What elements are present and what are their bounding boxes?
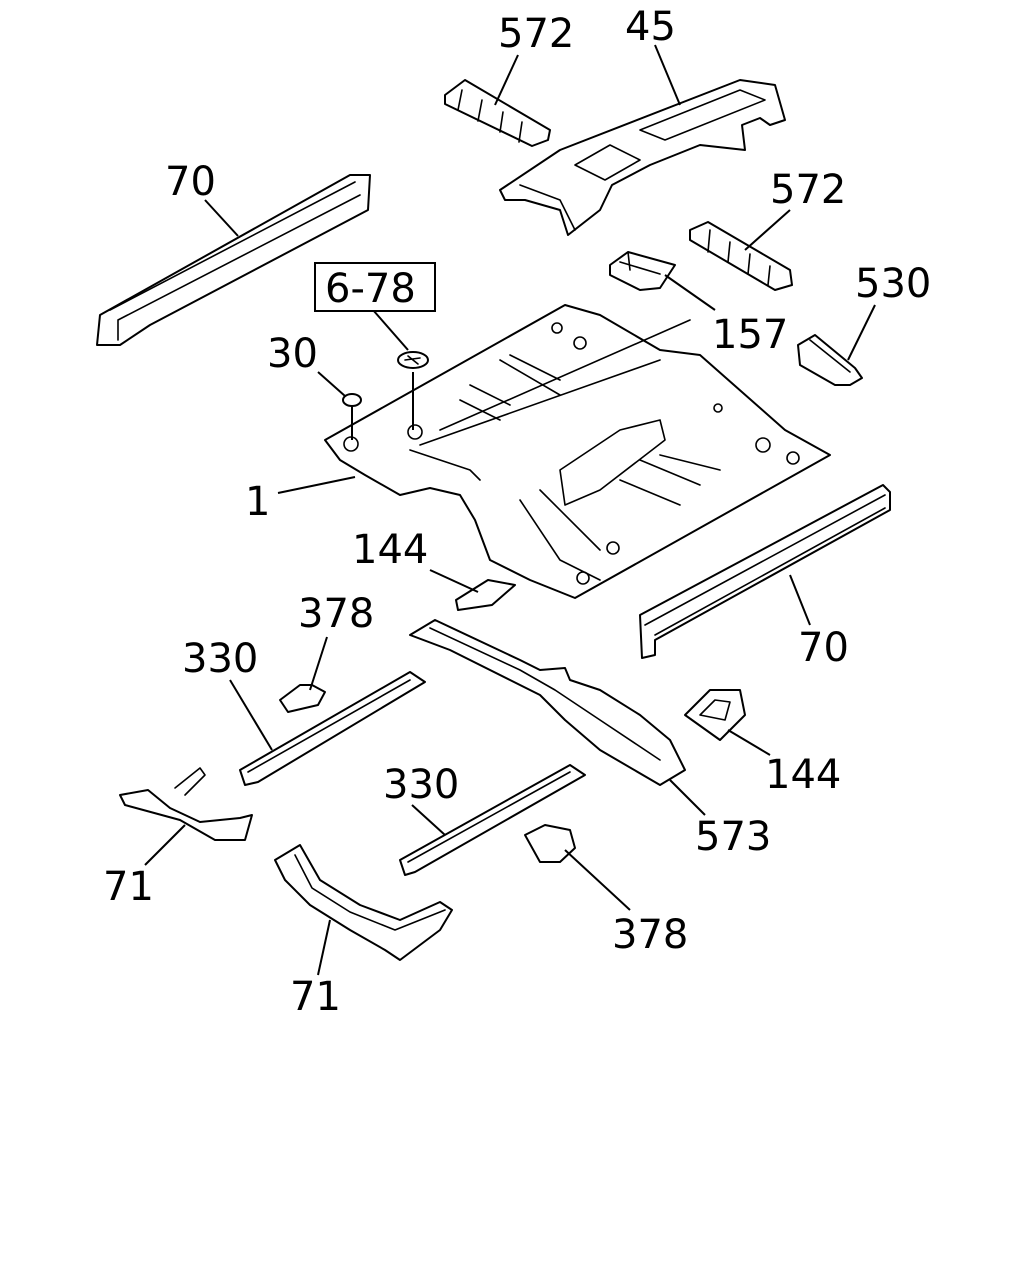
leader-573 — [669, 779, 706, 816]
leader-378-left — [309, 636, 328, 691]
leader-45 — [654, 44, 681, 106]
callout-378-left: 378 — [298, 591, 374, 637]
callout-70-right: 70 — [798, 625, 849, 671]
part-573-crossmember — [409, 619, 686, 786]
callout-71-bottom: 71 — [290, 974, 341, 1020]
callout-573: 573 — [695, 814, 771, 860]
leader-330-left — [229, 679, 273, 751]
leader-378-bottom — [564, 849, 631, 911]
part-572-right — [689, 221, 793, 291]
callout-572-top: 572 — [498, 11, 574, 57]
callout-144-mid: 144 — [352, 527, 428, 573]
part-330-left-rail — [239, 671, 426, 786]
leader-70-right — [789, 574, 811, 626]
leader-572-top — [494, 54, 519, 106]
part-144-mid-bracket — [455, 579, 516, 611]
reference-box-6-78 — [314, 262, 436, 312]
part-1-floor-panel — [324, 304, 831, 599]
part-71-left-bracket — [119, 767, 253, 841]
leader-71-bottom — [317, 919, 331, 976]
leader-157 — [664, 274, 716, 311]
callout-30: 30 — [267, 331, 318, 377]
part-330-mid-rail — [399, 764, 586, 876]
callout-labels: 572 45 70 572 6-78 530 30 157 1 144 378 … — [103, 4, 931, 1020]
part-530-bracket — [797, 334, 863, 386]
leader-lines — [144, 44, 876, 976]
leader-330-mid — [411, 804, 446, 836]
part-378-left-bracket — [279, 684, 326, 713]
part-572-top — [444, 79, 551, 147]
leader-1 — [277, 476, 356, 494]
callout-378-bottom: 378 — [612, 912, 688, 958]
callout-572-right: 572 — [770, 167, 846, 213]
leader-572-right — [744, 209, 791, 251]
callout-530: 530 — [855, 261, 931, 307]
leader-30 — [317, 371, 346, 397]
part-157-bracket — [609, 251, 676, 291]
callout-71-left: 71 — [103, 864, 154, 910]
leader-530 — [847, 304, 876, 361]
part-70-right-sill — [639, 484, 891, 659]
callout-144-right: 144 — [765, 752, 841, 798]
callout-157: 157 — [712, 312, 788, 358]
callout-330-mid: 330 — [383, 762, 459, 808]
callout-70-left: 70 — [165, 159, 216, 205]
part-6-78-grommet — [397, 351, 429, 369]
leader-144-mid — [429, 569, 479, 593]
part-70-left-sill — [96, 174, 371, 346]
leader-70-left — [204, 199, 239, 237]
leader-71-left — [144, 824, 186, 866]
callout-6-78: 6-78 — [325, 266, 416, 312]
part-30-plug — [342, 393, 362, 407]
part-378-bottom-bracket — [524, 824, 576, 863]
callout-45: 45 — [625, 4, 676, 50]
callout-1: 1 — [245, 479, 270, 525]
part-71-bottom-bracket — [274, 844, 453, 961]
callout-330-left: 330 — [182, 636, 258, 682]
leader-144-right — [727, 729, 771, 756]
leader-6-78 — [372, 309, 409, 351]
part-144-right-bracket — [684, 689, 746, 741]
part-45-tunnel-panel — [499, 79, 786, 236]
